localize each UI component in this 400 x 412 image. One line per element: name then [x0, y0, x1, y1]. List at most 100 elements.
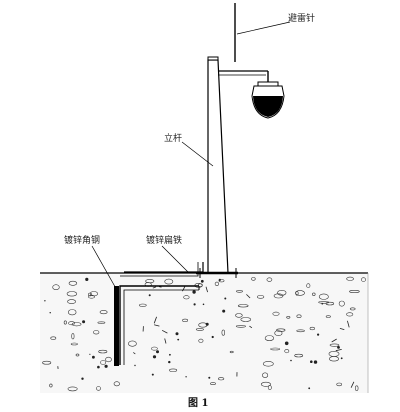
- soil-speck: [338, 300, 345, 307]
- soil-speck: [66, 291, 78, 297]
- soil-speck: [312, 292, 316, 296]
- soil-speck: [182, 318, 188, 323]
- soil-speck: [235, 313, 243, 318]
- soil-speck: [309, 326, 315, 331]
- soil-speck: [218, 377, 225, 381]
- soil-speck: [168, 360, 171, 364]
- soil-speck: [211, 335, 214, 339]
- soil-speck: [313, 360, 318, 364]
- soil-speck: [294, 353, 304, 358]
- soil-speck: [175, 332, 179, 336]
- soil-speck: [284, 341, 289, 346]
- soil-speck: [361, 277, 366, 282]
- soil-speck: [317, 333, 320, 336]
- soil-speck: [153, 316, 157, 324]
- soil-speck: [105, 356, 112, 363]
- soil-speck: [133, 352, 136, 355]
- soil-speck: [93, 330, 100, 335]
- soil-speck: [335, 349, 342, 352]
- soil-speck: [310, 360, 313, 364]
- soil-speck: [67, 386, 78, 392]
- soil-speck: [161, 329, 168, 334]
- soil-speck: [156, 350, 159, 354]
- soil-speck: [148, 294, 151, 297]
- soil-speck: [267, 385, 272, 390]
- soil-speck: [340, 357, 343, 360]
- soil-speck: [224, 297, 227, 300]
- soil-speck: [89, 353, 91, 355]
- pole-cap: [207, 56, 219, 61]
- soil-speck: [210, 382, 216, 385]
- soil-speck: [98, 349, 108, 354]
- soil-speck: [67, 299, 76, 304]
- pole: [207, 59, 229, 274]
- soil-speck: [339, 328, 345, 330]
- flat-steel-label: 镀锌扁铁: [146, 234, 182, 246]
- soil-speck: [153, 324, 160, 327]
- soil-speck: [71, 322, 82, 327]
- soil-speck: [286, 315, 291, 319]
- soil-speck: [262, 372, 269, 378]
- soil-speck: [71, 333, 75, 340]
- soil-speck: [218, 279, 225, 283]
- soil-speck: [208, 376, 211, 379]
- soil-speck: [251, 277, 256, 281]
- soil-speck: [89, 291, 98, 297]
- soil-speck: [355, 385, 359, 391]
- soil-speck: [347, 320, 350, 328]
- soil-speck: [151, 346, 158, 351]
- soil-speck: [92, 355, 95, 359]
- galvanized-angle-steel-inner: [123, 289, 199, 365]
- soil-speck: [273, 293, 284, 299]
- soil-speck: [221, 329, 226, 336]
- soil-speck: [276, 328, 286, 332]
- soil-speck: [222, 309, 226, 313]
- soil-speck: [350, 381, 355, 388]
- galvanized-angle-steel: [114, 286, 119, 366]
- soil-speck: [308, 387, 311, 390]
- soil-speck: [325, 301, 335, 306]
- soil-speck: [128, 340, 137, 347]
- leader-flat-steel: [161, 245, 189, 273]
- soil-speck: [195, 328, 204, 331]
- soil-texture: [42, 276, 366, 392]
- galvanized-angle-steel-outer: [119, 285, 199, 365]
- soil-speck: [81, 377, 84, 380]
- soil-speck: [331, 338, 337, 343]
- soil-speck: [260, 381, 271, 387]
- soil-speck: [328, 356, 339, 362]
- soil-speck: [75, 353, 80, 357]
- soil-speck: [200, 279, 204, 283]
- soil-speck: [151, 373, 154, 376]
- soil-speck: [100, 360, 106, 365]
- soil-speck: [88, 294, 96, 299]
- soil-speck: [290, 359, 292, 362]
- soil-speck: [295, 290, 305, 296]
- soil-speck: [152, 286, 157, 289]
- soil-speck: [346, 312, 354, 317]
- soil-speck: [113, 381, 120, 387]
- soil-speck: [329, 343, 340, 347]
- soil-speck: [164, 278, 174, 285]
- soil-speck: [270, 347, 281, 351]
- soil-speck: [42, 360, 52, 365]
- soil-speck: [318, 293, 329, 300]
- soil-speck: [272, 311, 280, 316]
- soil-speck: [134, 364, 136, 367]
- soil-block: [40, 273, 368, 393]
- pole-label: 立杆: [164, 132, 182, 144]
- soil-speck: [50, 336, 57, 340]
- soil-speck: [257, 295, 265, 299]
- soil-speck: [164, 338, 167, 344]
- soil-speck: [192, 290, 196, 294]
- soil-speck: [182, 286, 186, 292]
- soil-speck: [152, 355, 157, 359]
- leader-pole: [181, 141, 214, 167]
- soil-speck: [96, 386, 101, 391]
- soil-speck: [70, 342, 78, 346]
- soil-speck: [97, 321, 106, 324]
- soil-speck: [274, 330, 283, 336]
- soil-speck: [198, 338, 204, 343]
- soil-speck: [52, 284, 60, 291]
- dome-camera: [251, 81, 285, 119]
